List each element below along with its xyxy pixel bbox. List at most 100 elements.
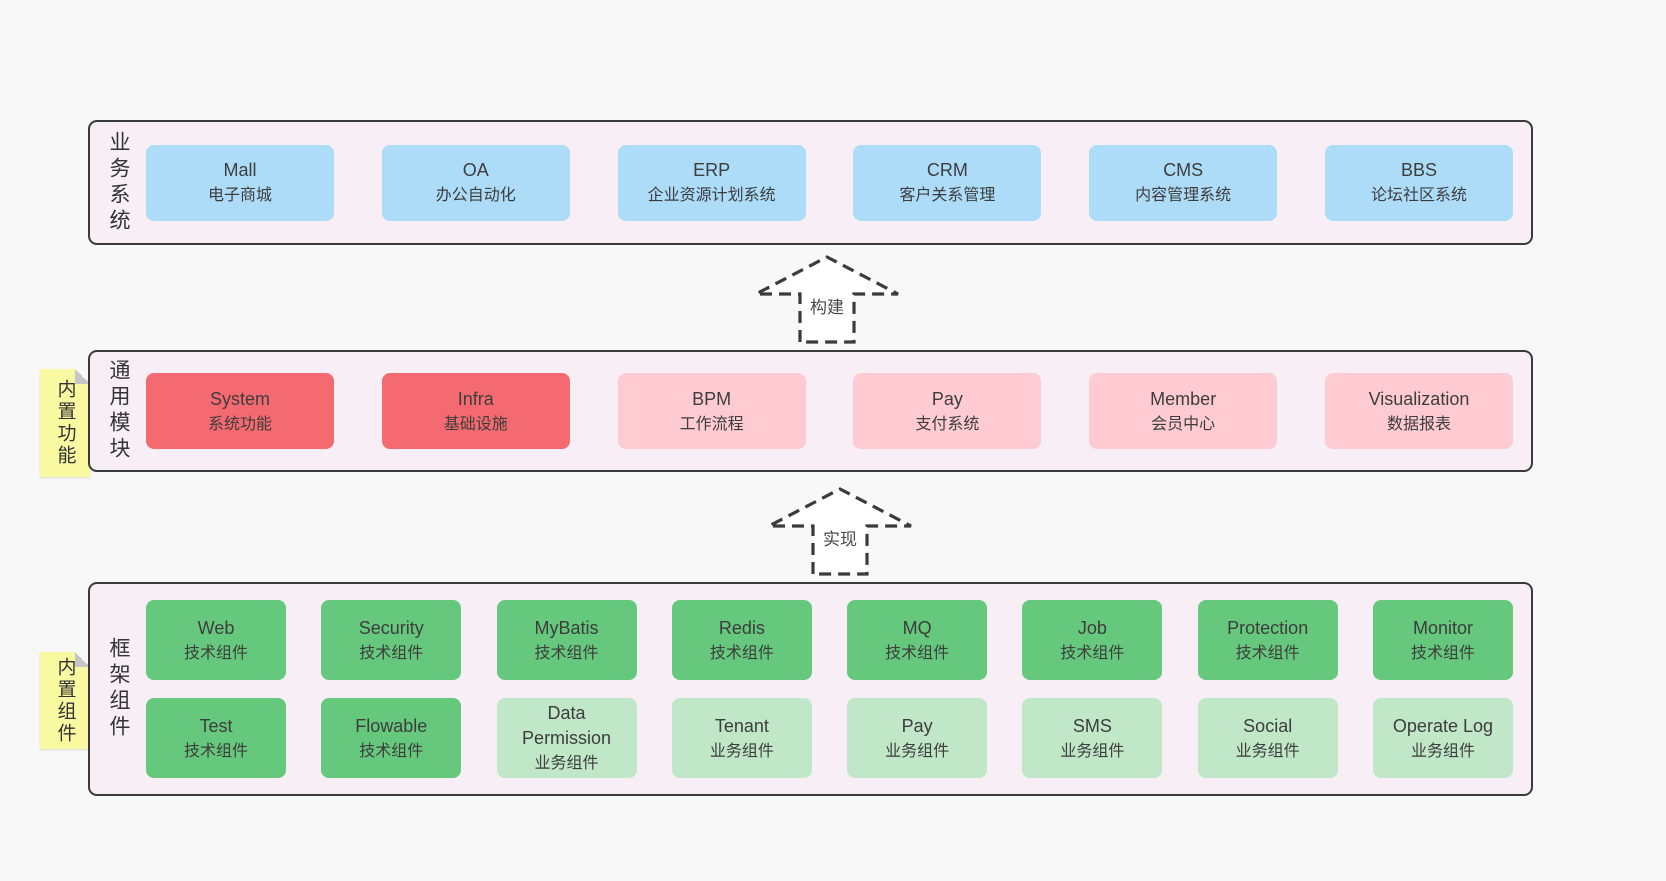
box-oa: OA 办公自动化 [381, 144, 570, 221]
common-modules-layer: 通用模块 System 系统功能 Infra 基础设施 BPM 工作流程 Pay… [88, 350, 1533, 472]
box-desc: 会员中心 [1151, 415, 1216, 433]
box-desc: 业务组件 [1410, 742, 1475, 760]
box-name: CRM [926, 160, 968, 181]
box-desc: 业务组件 [1235, 742, 1300, 760]
modules-layer-label: 通用模块 [107, 359, 130, 463]
module-boxes: System 系统功能 Infra 基础设施 BPM 工作流程 Pay 支付系统… [146, 373, 1531, 449]
box-web: Web 技术组件 [146, 600, 286, 680]
box-name: System [209, 388, 270, 409]
box-security: Security 技术组件 [321, 600, 462, 680]
box-infra: Infra 基础设施 [381, 373, 570, 449]
component-rows: Web 技术组件 Security 技术组件 MyBatis 技术组件 Redi… [146, 600, 1531, 778]
box-name: CMS [1163, 160, 1204, 181]
box-system: System 系统功能 [146, 373, 334, 449]
box-desc: 技术组件 [183, 644, 248, 662]
box-desc: 数据报表 [1386, 415, 1451, 433]
implement-up-arrow-icon: 实现 [768, 487, 912, 576]
box-desc: 技术组件 [183, 742, 248, 760]
components-layer-label: 框架组件 [107, 637, 130, 741]
box-cms: CMS 内容管理系统 [1089, 144, 1278, 221]
box-name: Pay [901, 715, 933, 736]
box-desc: 电子商城 [207, 187, 272, 205]
box-redis: Redis 技术组件 [671, 600, 812, 680]
box-name: Mall [223, 160, 257, 181]
box-crm: CRM 客户关系管理 [853, 144, 1042, 221]
box-name: MyBatis [534, 617, 599, 638]
box-name: Tenant [714, 715, 769, 736]
box-name: Job [1077, 617, 1107, 638]
box-desc: 工作流程 [679, 415, 744, 433]
framework-components-layer: 框架组件 Web 技术组件 Security 技术组件 MyBatis 技术组件… [88, 582, 1533, 796]
box-desc: 内容管理系统 [1135, 187, 1232, 205]
box-name: SMS [1072, 715, 1112, 736]
builtin-components-sticky-note: 内置组件 [40, 652, 90, 749]
box-mybatis: MyBatis 技术组件 [496, 600, 637, 680]
box-name: Test [199, 715, 233, 736]
box-desc: 技术组件 [1060, 644, 1125, 662]
box-name: MQ [902, 617, 932, 638]
box-name: Monitor [1412, 617, 1473, 638]
box-name: Security [358, 617, 424, 638]
box-operate-log: Operate Log 业务组件 [1372, 698, 1513, 778]
box-protection: Protection 技术组件 [1197, 600, 1338, 680]
box-bbs: BBS 论坛社区系统 [1324, 144, 1513, 221]
box-name: Protection [1227, 617, 1309, 638]
box-desc: 技术组件 [709, 644, 774, 662]
business-systems-layer: 业务系统 Mall 电子商城 OA 办公自动化 ERP 企业资源计划系统 CRM… [88, 120, 1533, 245]
build-arrow-label: 构建 [810, 298, 844, 317]
box-data-permission: Data Permission 业务组件 [496, 698, 637, 778]
box-desc: 技术组件 [885, 644, 950, 662]
box-member: Member 会员中心 [1089, 373, 1278, 449]
box-mq: MQ 技术组件 [847, 600, 988, 680]
box-desc: 技术组件 [1410, 644, 1475, 662]
box-job: Job 技术组件 [1022, 600, 1163, 680]
box-desc: 支付系统 [915, 415, 980, 433]
box-name: Web [197, 617, 235, 638]
builtin-features-sticky-note: 内置功能 [40, 369, 90, 477]
implement-arrow-label: 实现 [823, 530, 857, 549]
box-monitor: Monitor 技术组件 [1372, 600, 1513, 680]
box-desc: 技术组件 [534, 644, 599, 662]
box-mall: Mall 电子商城 [146, 144, 334, 221]
box-desc: 技术组件 [359, 742, 424, 760]
box-desc: 客户关系管理 [899, 187, 996, 205]
box-pay-component: Pay 业务组件 [847, 698, 988, 778]
box-name: Data Permission [522, 703, 612, 748]
box-name: Infra [457, 388, 494, 409]
box-desc: 论坛社区系统 [1370, 187, 1467, 205]
box-desc: 办公自动化 [435, 187, 516, 205]
box-desc: 业务组件 [1060, 742, 1125, 760]
component-row-2: Test 技术组件 Flowable 技术组件 Data Permission … [146, 698, 1513, 778]
box-name: Visualization [1368, 388, 1470, 409]
box-name: Member [1150, 388, 1217, 409]
box-name: Operate Log [1392, 715, 1493, 736]
box-desc: 系统功能 [207, 415, 272, 433]
box-pay-module: Pay 支付系统 [853, 373, 1042, 449]
box-desc: 技术组件 [359, 644, 424, 662]
component-row-1: Web 技术组件 Security 技术组件 MyBatis 技术组件 Redi… [146, 600, 1513, 680]
box-erp: ERP 企业资源计划系统 [617, 144, 806, 221]
box-bpm: BPM 工作流程 [617, 373, 806, 449]
box-desc: 基础设施 [443, 415, 508, 433]
box-test: Test 技术组件 [146, 698, 286, 778]
build-up-arrow-icon: 构建 [755, 255, 899, 344]
box-name: BBS [1400, 160, 1437, 181]
box-name: Social [1243, 715, 1293, 736]
box-name: OA [462, 160, 489, 181]
box-visualization: Visualization 数据报表 [1324, 373, 1513, 449]
business-boxes: Mall 电子商城 OA 办公自动化 ERP 企业资源计划系统 CRM 客户关系… [146, 144, 1531, 221]
business-layer-label: 业务系统 [107, 130, 130, 235]
box-desc: 业务组件 [709, 742, 774, 760]
box-name: BPM [692, 388, 732, 409]
box-name: Redis [718, 617, 765, 638]
box-flowable: Flowable 技术组件 [321, 698, 462, 778]
box-social: Social 业务组件 [1197, 698, 1338, 778]
box-desc: 业务组件 [885, 742, 950, 760]
box-name: ERP [693, 160, 731, 181]
box-tenant: Tenant 业务组件 [671, 698, 812, 778]
box-sms: SMS 业务组件 [1022, 698, 1163, 778]
box-desc: 企业资源计划系统 [647, 187, 776, 205]
box-name: Flowable [355, 715, 428, 736]
box-desc: 业务组件 [534, 755, 599, 772]
box-desc: 技术组件 [1235, 644, 1300, 662]
